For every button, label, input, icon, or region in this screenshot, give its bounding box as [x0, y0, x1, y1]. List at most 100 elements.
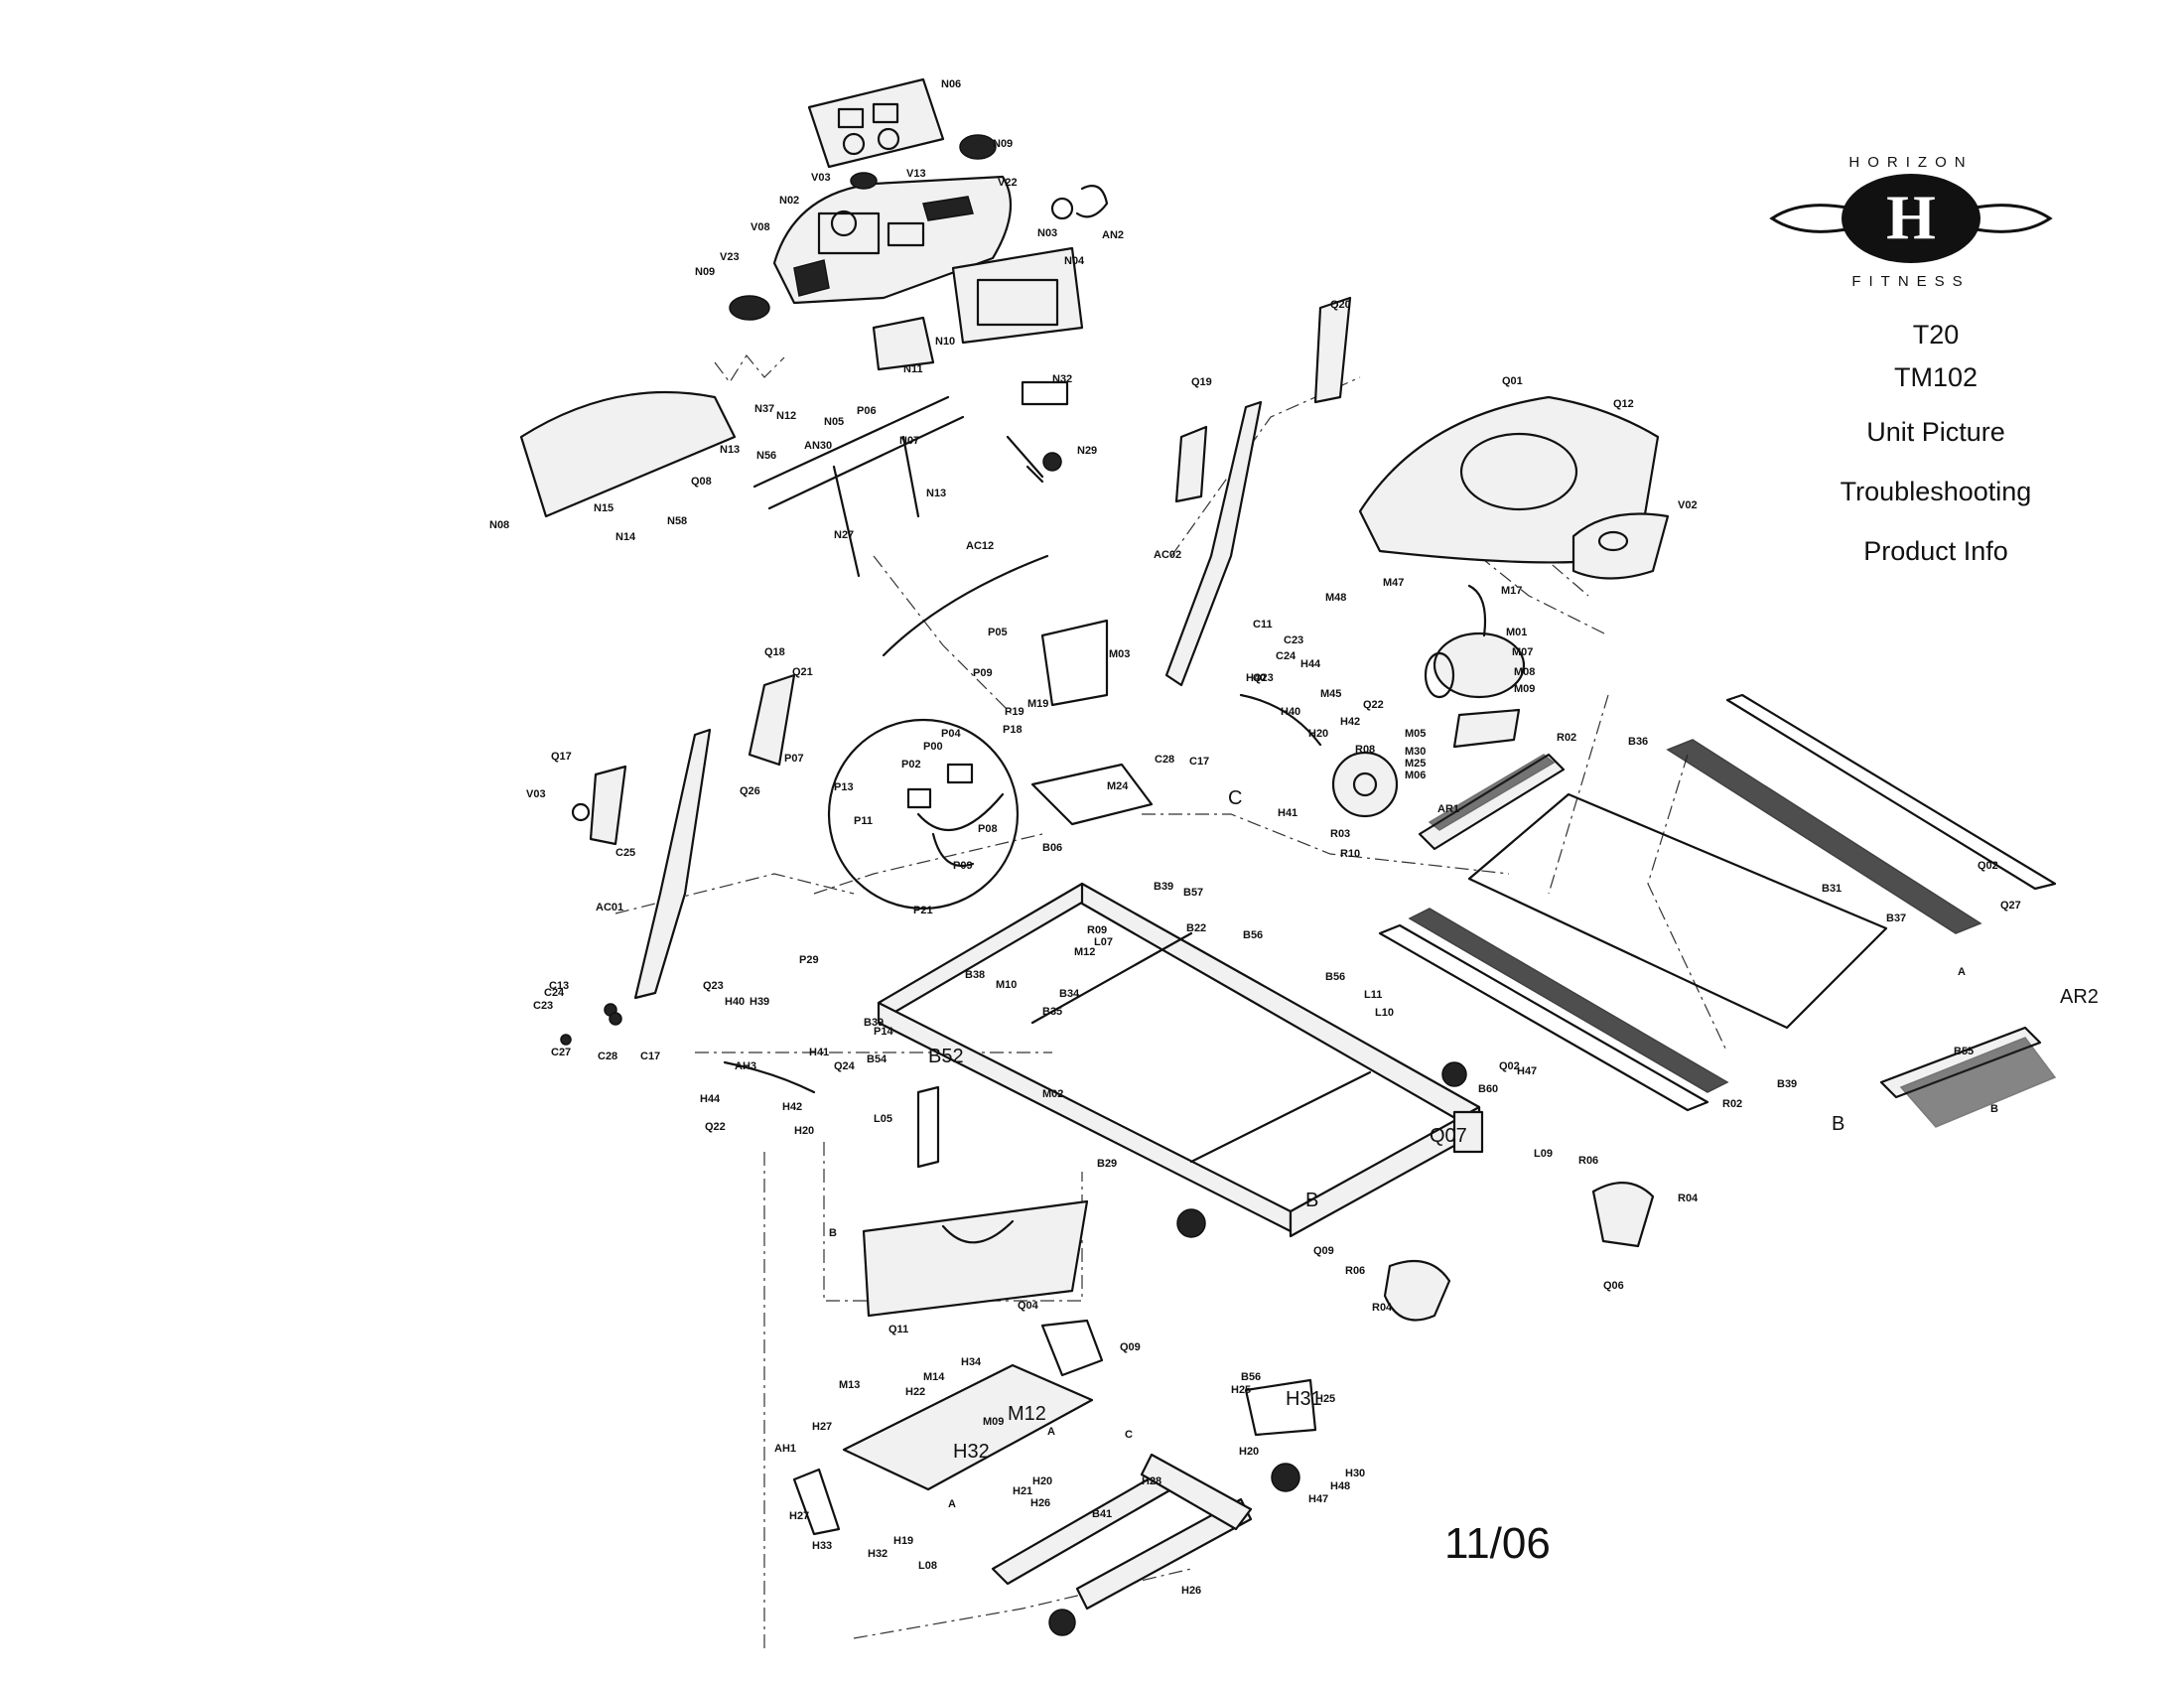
callout: N12: [776, 410, 796, 422]
callout-letter: B52: [928, 1046, 964, 1067]
wiring-detail: [827, 619, 1154, 911]
callout: Q22: [1363, 699, 1384, 711]
callout: Q02: [1499, 1060, 1520, 1072]
callout: H19: [893, 1535, 913, 1547]
callout-letter: B: [1305, 1190, 1318, 1211]
callout: P09: [953, 860, 973, 872]
callout: M09: [1514, 683, 1535, 695]
incline-bracket: [842, 1363, 1094, 1491]
callout: P09: [973, 667, 993, 679]
callout: C23: [533, 1000, 553, 1012]
callout: B: [1990, 1103, 1998, 1115]
callout: C28: [1155, 754, 1174, 766]
callout: N10: [935, 336, 955, 348]
callout: M19: [1027, 698, 1048, 710]
callout: C11: [1253, 619, 1273, 631]
callout: M45: [1320, 688, 1341, 700]
callout: Q21: [792, 666, 813, 678]
main-frame: [862, 882, 1655, 1322]
callout: M13: [839, 1379, 860, 1391]
callout: H20: [1032, 1475, 1052, 1487]
callout: N27: [834, 529, 854, 541]
callout: V03: [526, 788, 546, 800]
callout-letter: B: [1832, 1113, 1844, 1135]
callout: Q27: [2000, 900, 2021, 912]
running-deck: [1467, 792, 1888, 1030]
callout: M08: [1514, 666, 1535, 678]
callout: M03: [1109, 648, 1130, 660]
callout: L10: [1375, 1007, 1394, 1019]
callout: C27: [551, 1047, 571, 1058]
callout: R10: [1340, 848, 1360, 860]
callout: P06: [857, 405, 877, 417]
callout: R04: [1372, 1302, 1393, 1314]
deck-assembly: [1378, 693, 2057, 1112]
callout: H47: [1517, 1065, 1537, 1077]
revision-date: 11/06: [1444, 1519, 1551, 1568]
horizon-fitness-logo: H HORIZON FITNESS: [1769, 154, 2053, 290]
callout: AH1: [774, 1443, 796, 1455]
callout: Q18: [764, 646, 785, 658]
callout: Q22: [705, 1121, 726, 1133]
callout: L09: [1534, 1148, 1553, 1160]
callout: H27: [789, 1510, 809, 1522]
callout: V13: [906, 168, 926, 180]
callout: L08: [918, 1560, 937, 1572]
callout: Q11: [888, 1324, 908, 1335]
console-assembly: [519, 77, 1109, 578]
callout: N13: [720, 444, 740, 456]
callout: N56: [756, 450, 776, 462]
callout: P18: [1003, 724, 1023, 736]
callout: AN30: [804, 440, 832, 452]
callout: P08: [978, 823, 998, 835]
callout: H30: [1345, 1468, 1365, 1479]
motor-hood: [1358, 395, 1660, 564]
callout: P07: [784, 753, 804, 765]
callout: H44: [700, 1093, 721, 1105]
callout: M06: [1405, 770, 1426, 781]
callout: Q02: [1978, 860, 1998, 872]
callout: B38: [965, 969, 985, 981]
callout: R02: [1722, 1098, 1742, 1110]
callout: B36: [1628, 736, 1648, 748]
callout: M48: [1325, 592, 1346, 604]
callout: M01: [1506, 627, 1527, 638]
callout: B34: [1059, 988, 1080, 1000]
callout: H34: [961, 1356, 982, 1368]
callout-letter: H31: [1286, 1388, 1322, 1410]
unit-picture-link[interactable]: Unit Picture: [1866, 417, 2005, 447]
callout: B56: [1243, 929, 1263, 941]
motor: [1433, 632, 1526, 699]
callout: R04: [1678, 1193, 1699, 1204]
callout: R03: [1330, 828, 1350, 840]
callout: H20: [1308, 728, 1328, 740]
callout: M24: [1107, 780, 1129, 792]
callout-letter: AR2: [2060, 986, 2099, 1008]
callout: P21: [913, 905, 933, 916]
callout: H47: [1308, 1493, 1328, 1505]
callout: H20: [1239, 1446, 1259, 1458]
callout: N14: [615, 531, 636, 543]
callout: H40: [1281, 706, 1300, 718]
callout: H26: [1181, 1585, 1201, 1597]
callout: B54: [867, 1053, 887, 1065]
callout: Q23: [703, 980, 724, 992]
callout: H22: [905, 1386, 925, 1398]
callout: H44: [1300, 658, 1321, 670]
callout: H42: [1340, 716, 1360, 728]
callout: M25: [1405, 758, 1426, 770]
callout: M12: [1074, 946, 1095, 958]
callout: N11: [903, 363, 923, 375]
callout: C24: [1276, 650, 1297, 662]
callout: H27: [812, 1421, 832, 1433]
product-info-link[interactable]: Product Info: [1863, 536, 2008, 566]
callout: M02: [1042, 1088, 1063, 1100]
callout: Q20: [1330, 299, 1351, 311]
callout: B56: [1241, 1371, 1261, 1383]
callout: R06: [1578, 1155, 1598, 1167]
model-code: T20: [1912, 320, 1960, 350]
troubleshooting-link[interactable]: Troubleshooting: [1840, 477, 2032, 506]
callout: H39: [750, 996, 769, 1008]
callout: V22: [998, 177, 1018, 189]
callout: AH3: [735, 1060, 756, 1072]
